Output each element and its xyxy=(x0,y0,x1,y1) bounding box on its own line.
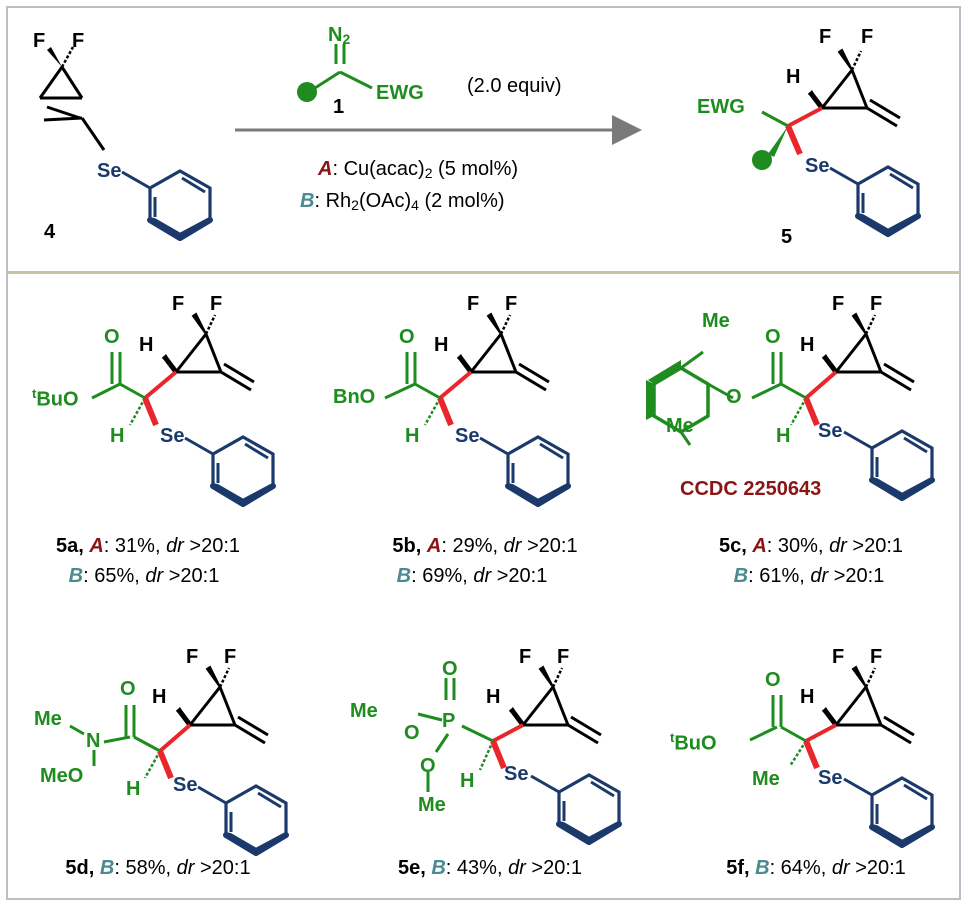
product-5c-structure xyxy=(646,314,914,446)
atom-se: Se xyxy=(160,425,185,447)
atom-h: H xyxy=(486,686,501,708)
reagent-n2: N2 xyxy=(328,24,351,47)
atom-o: O xyxy=(399,326,415,348)
atom-f: F xyxy=(519,646,532,668)
atom-h: H xyxy=(152,686,167,708)
atom-se: Se xyxy=(818,767,843,789)
caption-5b-line1: 5b, A: 29%, dr >20:1 xyxy=(392,535,578,557)
atom-se: Se xyxy=(455,425,480,447)
atom-se: Se xyxy=(818,420,843,442)
caption-5d: 5d, B: 58%, dr >20:1 xyxy=(65,857,251,879)
caption-5b-line2: B: 69%, dr >20:1 xyxy=(396,565,548,587)
methyl-group: Me xyxy=(752,768,780,790)
atom-h: H xyxy=(139,334,154,356)
tbuo-group: tBuO xyxy=(670,730,717,755)
section-divider xyxy=(8,271,961,274)
atom-se: Se xyxy=(504,763,529,785)
compound-4-structure xyxy=(38,46,106,151)
methyl-group: Me xyxy=(702,310,730,332)
caption-5c-line1: 5c, A: 30%, dr >20:1 xyxy=(718,535,904,557)
product-ewg: EWG xyxy=(697,96,745,118)
atom-f: F xyxy=(832,646,845,668)
atom-f: F xyxy=(861,26,874,48)
atom-o: O xyxy=(726,386,742,408)
atom-f: F xyxy=(870,646,883,668)
reagent-equiv: (2.0 equiv) xyxy=(467,75,562,97)
atom-o: O xyxy=(120,678,136,700)
reagent-1-structure xyxy=(297,44,373,102)
methyl-group: Me xyxy=(418,794,446,816)
bno-group: BnO xyxy=(333,386,376,408)
product-5d-phenyl-ring xyxy=(198,786,286,853)
atom-n: N xyxy=(86,730,101,752)
atom-f: F xyxy=(210,293,223,315)
atom-f: F xyxy=(186,646,199,668)
atom-o: O xyxy=(104,326,120,348)
atom-f: F xyxy=(224,646,237,668)
atom-f: F xyxy=(33,30,46,52)
methoxy-group: MeO xyxy=(40,765,84,787)
methyl-group: Me xyxy=(350,700,378,722)
product-5b-phenyl-ring xyxy=(480,437,568,504)
scheme-frame xyxy=(6,6,961,900)
product-5d-structure xyxy=(69,667,268,780)
product-5c-phenyl-ring xyxy=(844,431,932,498)
atom-se: Se xyxy=(173,774,198,796)
caption-5a-line1: 5a, A: 31%, dr >20:1 xyxy=(55,535,241,557)
ccdc-number: CCDC 2250643 xyxy=(680,478,822,500)
caption-5a-line2: B: 65%, dr >20:1 xyxy=(68,565,220,587)
atom-o: O xyxy=(765,326,781,348)
methyl-group: Me xyxy=(666,415,694,437)
reagent-ewg: EWG xyxy=(376,82,424,104)
atom-se: Se xyxy=(805,155,830,177)
atom-f: F xyxy=(870,293,883,315)
atom-o: O xyxy=(765,669,781,691)
condition-b: B: Rh2(OAc)4 (2 mol%) xyxy=(300,190,505,213)
atom-h: H xyxy=(405,425,420,447)
atom-h: H xyxy=(776,425,791,447)
atom-se: Se xyxy=(97,160,122,182)
caption-5e: 5e, B: 43%, dr >20:1 xyxy=(397,857,583,879)
tbuo-group: tBuO xyxy=(32,386,79,411)
atom-o: O xyxy=(442,658,458,680)
product-5b-structure xyxy=(384,314,549,427)
atom-h: H xyxy=(800,334,815,356)
atom-o: O xyxy=(404,722,420,744)
product-5-structure xyxy=(752,50,900,170)
product-5-phenyl-ring xyxy=(830,167,918,234)
condition-a: A: Cu(acac)2 (5 mol%) xyxy=(318,158,519,181)
atom-f: F xyxy=(72,30,85,52)
atom-f: F xyxy=(172,293,185,315)
product-5a-phenyl-ring xyxy=(185,437,273,504)
compound-4-label: 4 xyxy=(44,221,56,243)
atom-f: F xyxy=(832,293,845,315)
atom-h: H xyxy=(800,686,815,708)
product-5f-phenyl-ring xyxy=(844,778,932,845)
atom-f: F xyxy=(557,646,570,668)
atom-f: F xyxy=(819,26,832,48)
product-5e-structure xyxy=(417,667,601,792)
reagent-1-label: 1 xyxy=(333,96,345,118)
atom-f: F xyxy=(505,293,518,315)
atom-h: H xyxy=(460,770,475,792)
methyl-group: Me xyxy=(34,708,62,730)
atom-f: F xyxy=(467,293,480,315)
compound-4-phenyl-ring xyxy=(122,171,210,238)
product-5-label: 5 xyxy=(781,226,793,248)
caption-5c-line2: B: 61%, dr >20:1 xyxy=(733,565,885,587)
atom-h: H xyxy=(786,66,801,88)
product-5f-structure xyxy=(749,667,914,770)
product-5a-structure xyxy=(91,314,254,427)
atom-h: H xyxy=(126,778,141,800)
atom-p: P xyxy=(442,710,456,732)
atom-h: H xyxy=(434,334,449,356)
product-5e-phenyl-ring xyxy=(531,775,619,842)
caption-5f: 5f, B: 64%, dr >20:1 xyxy=(726,857,906,879)
atom-h: H xyxy=(110,425,125,447)
compound-4-ring-fix xyxy=(43,116,83,122)
atom-o: O xyxy=(420,755,436,777)
